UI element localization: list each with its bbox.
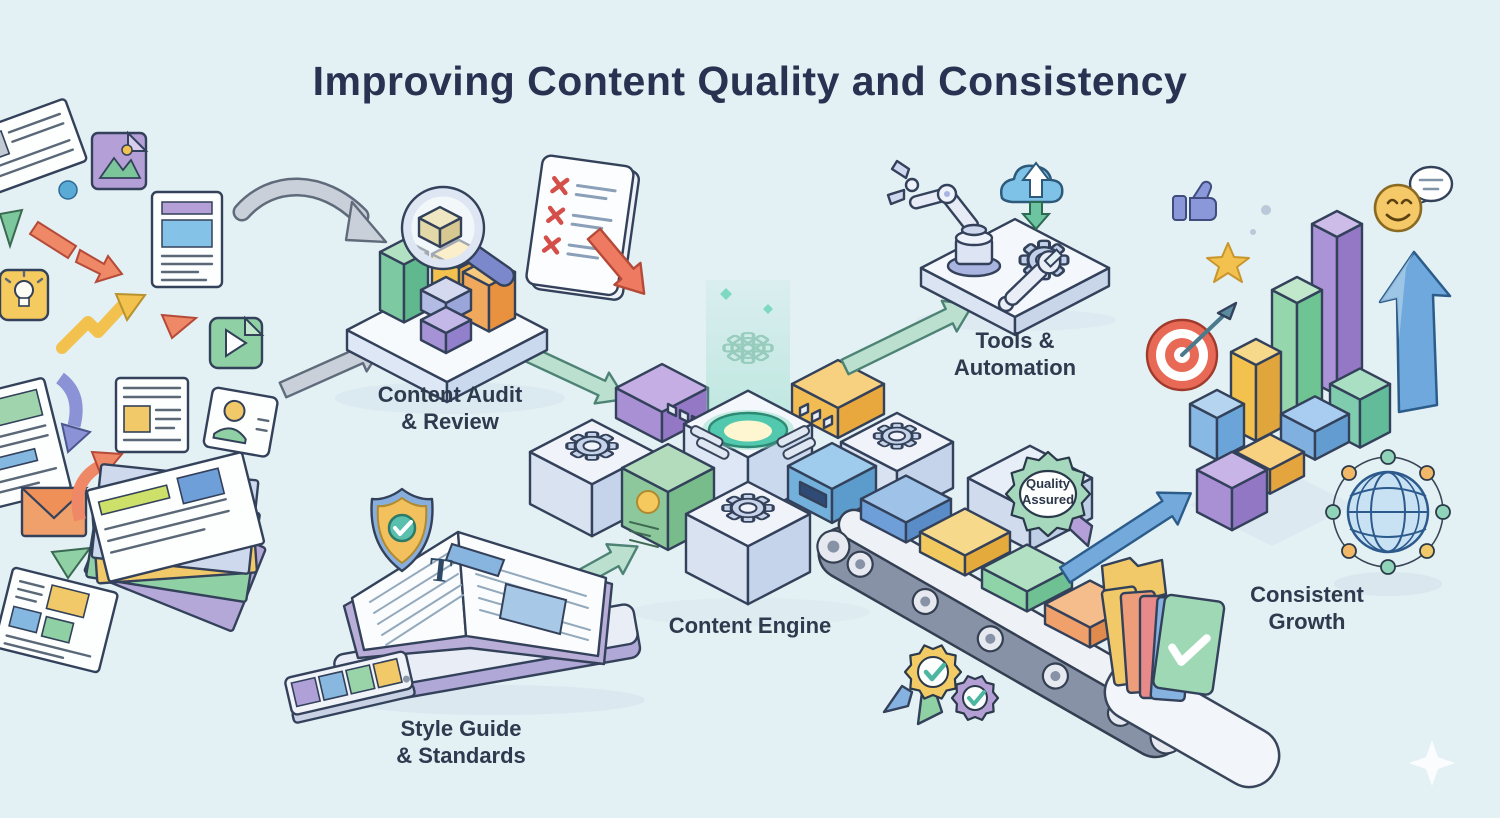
yellow-module xyxy=(790,358,886,440)
shield-check-icon xyxy=(370,487,434,573)
triangle-decoration xyxy=(0,208,24,250)
tools-automation-group xyxy=(886,159,1111,337)
idea-card-icon xyxy=(0,268,50,322)
open-book-icon: T xyxy=(342,530,614,666)
flow-arrow-engine-to-tools xyxy=(840,299,974,376)
connector-pins xyxy=(689,425,817,460)
star-icon xyxy=(1206,242,1250,283)
label-style-guide: Style Guide & Standards xyxy=(396,716,526,768)
energy-beam xyxy=(706,280,790,428)
newspaper-icon xyxy=(0,98,88,200)
quality-badge-seal xyxy=(1004,450,1092,538)
small-cube xyxy=(419,305,473,355)
doc-icon xyxy=(0,377,72,511)
target-icon xyxy=(1145,301,1238,392)
blue-module xyxy=(786,441,878,525)
avatar-card-icon xyxy=(202,386,279,458)
triangle-decoration xyxy=(160,313,199,340)
dot-decoration xyxy=(1250,229,1256,235)
article-doc-icon xyxy=(150,190,224,289)
gear-wrench-icon xyxy=(997,239,1070,313)
tools-platform xyxy=(919,217,1111,337)
belt-item-green xyxy=(980,543,1074,613)
dot-decoration xyxy=(1261,205,1271,215)
video-file-icon xyxy=(208,315,265,370)
check-seal-purple xyxy=(950,674,1000,722)
folder-stack-icon xyxy=(1100,556,1226,702)
image-file-icon xyxy=(90,130,149,191)
growth-arrow-icon xyxy=(1378,250,1452,414)
layout-card-icon xyxy=(0,566,119,674)
cube-blue-flat xyxy=(1279,395,1351,461)
consistent-growth-group xyxy=(1145,165,1454,575)
green-module xyxy=(620,442,716,552)
label-consistent-growth: Consistent Growth xyxy=(1250,582,1364,634)
check-seal-yellow xyxy=(903,644,963,700)
style-guide-group: T xyxy=(284,487,642,724)
sparkle-icon xyxy=(1409,740,1455,786)
dot-decoration xyxy=(58,180,78,200)
envelope-icon xyxy=(19,486,89,538)
flow-arrow-gray-top xyxy=(232,177,388,244)
label-tools-automation: Tools & Automation xyxy=(953,328,1077,380)
doc-icon xyxy=(114,376,190,454)
color-palette-icon xyxy=(284,650,416,724)
triangle-decoration xyxy=(50,546,93,580)
thumbs-up-icon xyxy=(1172,180,1217,221)
belt-item-blue xyxy=(859,474,953,544)
label-quality-badge: Quality Assured xyxy=(1021,476,1075,508)
magnifier-icon xyxy=(400,185,516,287)
label-content-audit: Content Audit & Review xyxy=(377,382,523,434)
decline-arrow-icon xyxy=(586,227,646,295)
svg-text:T: T xyxy=(427,551,454,590)
cloud-sync-icon xyxy=(1000,161,1064,231)
globe-network-icon xyxy=(1325,449,1451,575)
broken-arrow-icon xyxy=(28,220,124,284)
curved-arrow-icon xyxy=(55,372,93,454)
robot-arm-icon xyxy=(886,159,1002,278)
cube-purple xyxy=(1195,450,1269,532)
gear-block xyxy=(684,480,812,606)
flow-arrow-belt-to-growth xyxy=(1058,491,1193,584)
content-engine-group xyxy=(528,280,955,606)
content-audit-group xyxy=(345,185,549,404)
label-content-engine: Content Engine xyxy=(668,613,832,638)
page-title: Improving Content Quality and Consistenc… xyxy=(312,58,1188,104)
unorganized-content-cluster xyxy=(0,98,279,674)
zigzag-growth-arrow-icon xyxy=(56,292,147,354)
cube-green xyxy=(1328,367,1392,449)
cube-blue xyxy=(1188,388,1246,462)
paper-stack-icon xyxy=(83,451,267,632)
conveyor-group xyxy=(816,444,1281,789)
smiley-feedback-icon xyxy=(1373,165,1454,233)
belt-item-yellow xyxy=(918,507,1012,577)
inspected-cube xyxy=(417,205,463,249)
